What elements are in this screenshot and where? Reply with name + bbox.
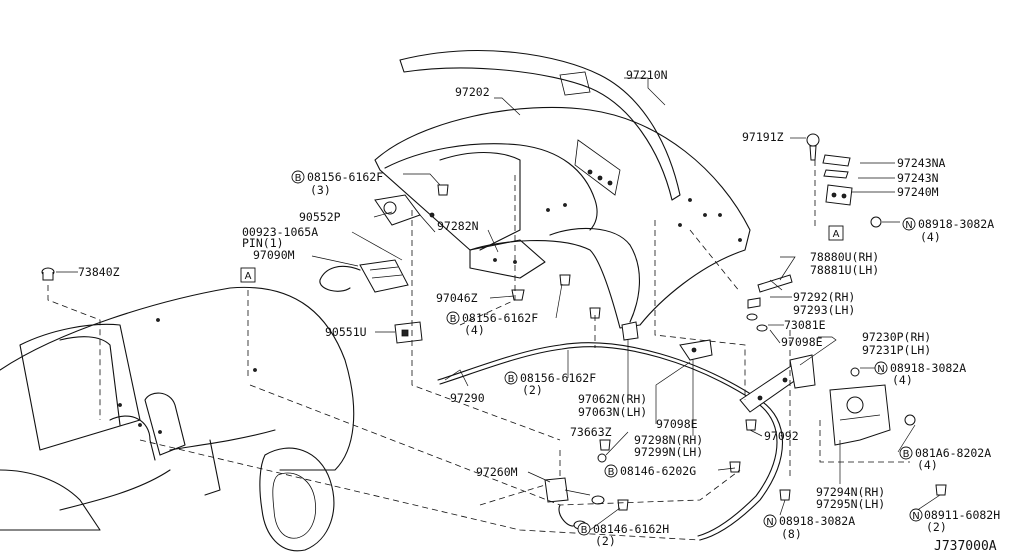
label-97260M: 97260M [476, 465, 518, 479]
svg-text:N: N [905, 220, 912, 231]
label-08146-6162H: 08146-6162H [593, 522, 669, 536]
svg-text:B: B [295, 173, 302, 184]
label-08156-6162F-c: 08156-6162F [520, 371, 596, 385]
label-97293: 97293(LH) [793, 303, 855, 317]
label-97243N: 97243N [897, 171, 939, 185]
actuator-97090M [319, 259, 409, 293]
label-73840Z: 73840Z [78, 265, 120, 279]
label-08918-3082A-bot: 08918-3082A [779, 514, 855, 528]
svg-text:N: N [877, 364, 884, 375]
part-labels: 97210N 97202 97191Z 97243NA 97243N 97240… [78, 68, 1000, 554]
label-78881U: 78881U(LH) [810, 263, 879, 277]
label-97092: 97092 [764, 429, 799, 443]
label-08156-6162F-b: 08156-6162F [462, 311, 538, 325]
svg-text:N: N [912, 511, 919, 522]
svg-text:B: B [608, 467, 615, 478]
label-97210N: 97210N [626, 68, 668, 82]
striker-97098E [679, 339, 713, 361]
label-97231P: 97231P(LH) [862, 343, 931, 357]
label-97295N: 97295N(LH) [816, 497, 885, 511]
label-90552P: 90552P [299, 210, 341, 224]
svg-text:B: B [581, 525, 588, 536]
label-97090M: 97090M [253, 248, 295, 262]
svg-text:N: N [766, 517, 773, 528]
grommet-73663Z [597, 453, 607, 463]
grommet-73840Z [41, 267, 55, 281]
label-08918-3082A-top-qty: (4) [920, 230, 941, 244]
svg-text:B: B [508, 374, 515, 385]
label-08156-6162F-a: 08156-6162F [307, 170, 383, 184]
weather-strip-97210N [399, 50, 681, 201]
label-97240M: 97240M [897, 185, 939, 199]
label-73663Z: 73663Z [570, 425, 612, 439]
label-97292: 97292(RH) [793, 290, 855, 304]
latch-assembly-97230P [739, 354, 816, 413]
svg-text:B: B [903, 449, 910, 460]
label-00923-1065A: 00923-1065A [242, 225, 318, 239]
label-97098E-a: 97098E [781, 335, 823, 349]
dashed-guides [47, 160, 910, 541]
label-97230P: 97230P(RH) [862, 330, 931, 344]
bolts [437, 184, 947, 511]
label-97299N: 97299N(LH) [634, 445, 703, 459]
label-97243NA: 97243NA [897, 156, 946, 170]
svg-text:A: A [245, 271, 252, 282]
label-73081E: 73081E [784, 318, 826, 332]
bracket-97062N [621, 321, 639, 341]
label-97046Z: 97046Z [436, 291, 478, 305]
label-08156-6162F-a-qty: (3) [310, 183, 331, 197]
label-pin: PIN(1) [242, 236, 284, 250]
view-marker-A-right: A [828, 225, 844, 241]
label-08146-6202G: 08146-6202G [620, 464, 696, 478]
diagram-id: J737000A [934, 539, 997, 554]
label-97098E-b: 97098E [656, 417, 698, 431]
label-97282N: 97282N [437, 219, 479, 233]
label-08918-3082A-mid: 08918-3082A [890, 361, 966, 375]
cable-97290 [437, 342, 784, 541]
label-97062N: 97062N(RH) [578, 392, 647, 406]
label-08911-6082H-qty: (2) [926, 520, 947, 534]
label-081A6-8202A: 081A6-8202A [915, 446, 991, 460]
bolt-97191Z [806, 133, 820, 161]
car-body [0, 286, 355, 552]
label-08911-6082H: 08911-6082H [924, 508, 1000, 522]
label-08156-6162F-c-qty: (2) [522, 383, 543, 397]
label-97298N: 97298N(RH) [634, 433, 703, 447]
svg-text:B: B [450, 314, 457, 325]
hinge-97240M [822, 154, 853, 206]
label-081A6-8202A-qty: (4) [917, 458, 938, 472]
label-97294N: 97294N(RH) [816, 485, 885, 499]
clip-97292 [746, 297, 761, 321]
label-97063N: 97063N(LH) [578, 405, 647, 419]
symbol-circles: B B B B B B N N N N [291, 170, 923, 536]
grommet-73081E [756, 324, 768, 332]
label-08918-3082A-bot-qty: (8) [781, 527, 802, 541]
label-08918-3082A-top: 08918-3082A [918, 217, 994, 231]
label-08146-6162H-qty: (2) [595, 534, 616, 548]
label-08918-3082A-mid-qty: (4) [892, 373, 913, 387]
svg-text:A: A [833, 229, 840, 240]
inner-panel-97282N [469, 239, 546, 279]
lock-97294N [829, 367, 916, 446]
label-97202: 97202 [455, 85, 490, 99]
nut-top [870, 216, 882, 228]
label-90551U: 90551U [325, 325, 367, 339]
motor-90552P [374, 194, 436, 233]
bracket-78880U [757, 274, 793, 293]
label-08156-6162F-b-qty: (4) [464, 323, 485, 337]
trunk-lid-97202 [374, 106, 751, 329]
leader-lines [56, 77, 941, 531]
switch-90551U [394, 321, 423, 344]
label-97290: 97290 [450, 391, 485, 405]
label-97191Z: 97191Z [742, 130, 784, 144]
label-78880U: 78880U(RH) [810, 250, 879, 264]
view-marker-A-left: A [240, 267, 256, 283]
